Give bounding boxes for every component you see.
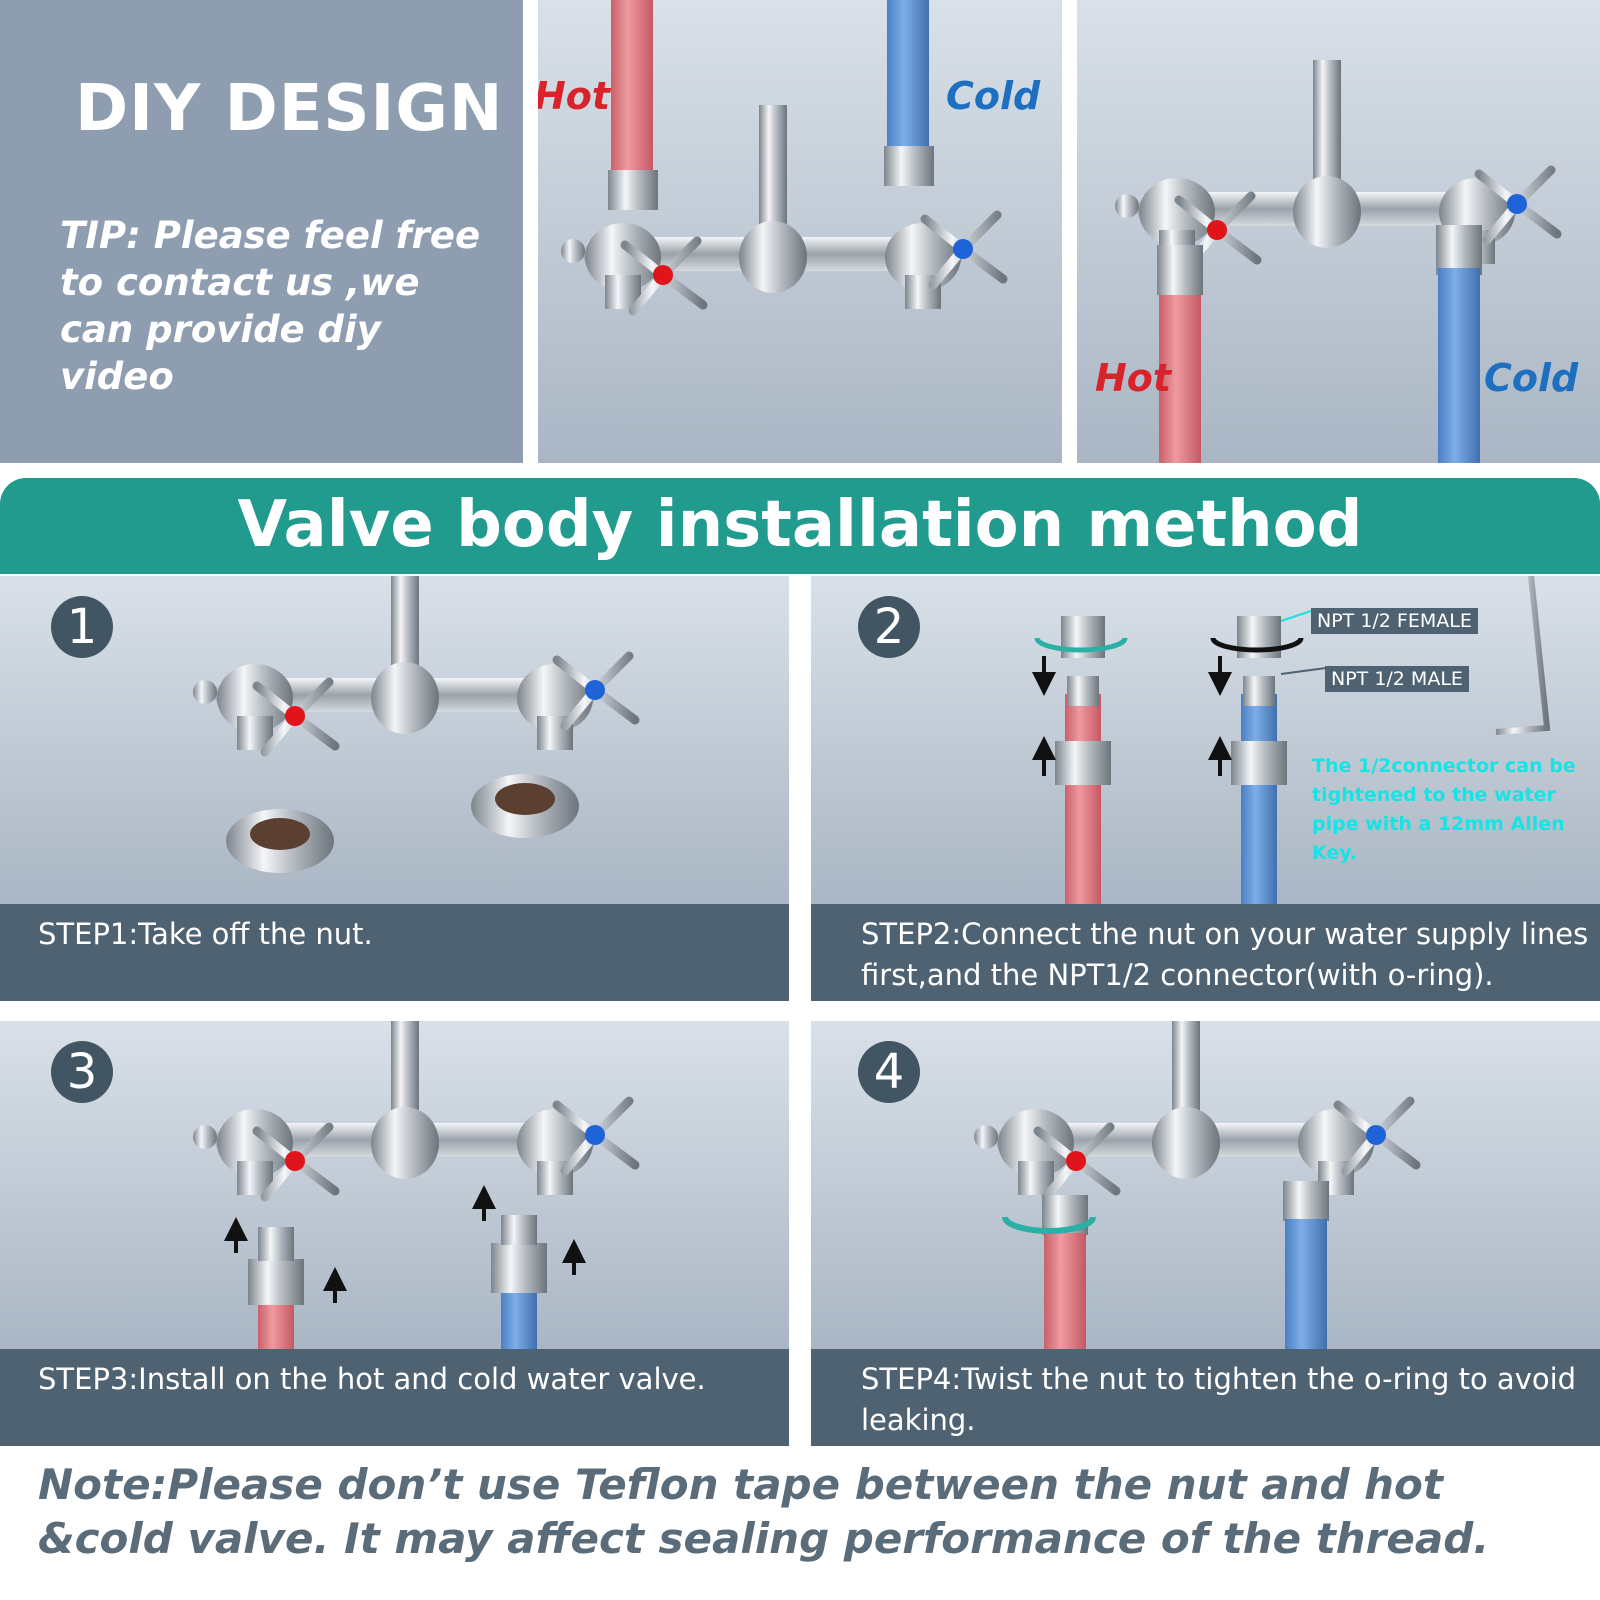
faucet-pipes-above-image: Hot Cold	[538, 0, 1062, 463]
step-2-caption: STEP2:Connect the nut on your water supp…	[811, 904, 1600, 1001]
step-number-badge: 4	[858, 1041, 920, 1103]
rotate-arrow-icon	[1002, 1216, 1096, 1234]
step-number-badge: 1	[51, 596, 113, 658]
hot-label: Hot	[538, 74, 611, 118]
step-number-badge: 2	[858, 596, 920, 658]
allen-key-icon	[1495, 576, 1551, 735]
faucet-illustration	[811, 1021, 1600, 1349]
faucet-illustration	[538, 0, 1062, 463]
step-1-panel: 1 STEP1:Take off the nut.	[0, 576, 789, 1001]
teflon-warning-note: Note:Please don’t use Teflon tape betwee…	[38, 1460, 1490, 1563]
faucet-illustration	[0, 576, 789, 873]
step-4-panel: 4 STEP4:Twist the nut to tighten the o-r…	[811, 1021, 1600, 1446]
npt-male-tag: NPT 1/2 MALE	[1325, 666, 1469, 692]
step-1-image: 1	[0, 576, 789, 904]
step-1-caption: STEP1:Take off the nut.	[0, 904, 789, 1001]
cold-label: Cold	[1484, 356, 1579, 400]
step-number-badge: 3	[51, 1041, 113, 1103]
diy-title: DIY DESIGN	[75, 72, 504, 146]
npt-female-tag: NPT 1/2 FEMALE	[1311, 608, 1478, 634]
connector-illustration	[1032, 576, 1551, 904]
rotate-arrow-icon	[1034, 637, 1128, 653]
step-4-caption: STEP4:Twist the nut to tighten the o-rin…	[811, 1349, 1600, 1446]
faucet-pipes-below-image: Hot Cold	[1077, 0, 1600, 463]
cold-label: Cold	[946, 74, 1041, 118]
step-3-caption: STEP3:Install on the hot and cold water …	[0, 1349, 789, 1446]
faucet-illustration	[1077, 0, 1600, 463]
hot-label: Hot	[1095, 356, 1172, 400]
step-3-image: 3	[0, 1021, 789, 1349]
step-4-image: 4	[811, 1021, 1600, 1349]
rotate-arrow-icon	[1210, 637, 1304, 653]
banner-title: Valve body installation method	[237, 488, 1363, 562]
diy-tip-text: TIP: Please feel free to contact us ,we …	[60, 214, 481, 398]
section-banner: Valve body installation method	[0, 478, 1600, 574]
faucet-illustration	[0, 1021, 789, 1349]
allen-key-note: The 1/2connector can be tightened to the…	[1312, 755, 1576, 864]
step-3-panel: 3 STEP3:Install on the hot and cold wate…	[0, 1021, 789, 1446]
diy-design-panel: DIY DESIGN TIP: Please feel free to cont…	[0, 0, 523, 463]
